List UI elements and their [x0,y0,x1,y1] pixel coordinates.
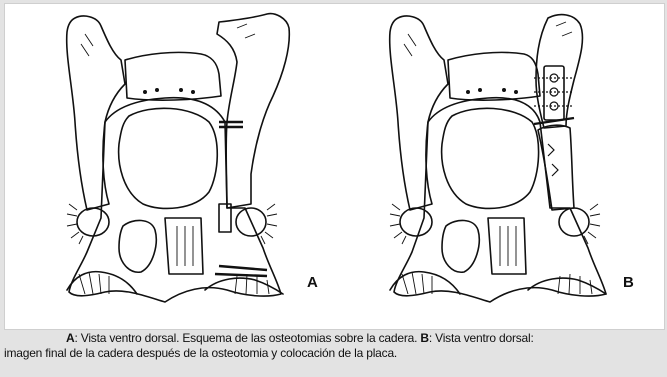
lower-rim-left [67,272,137,294]
right-ilium-rotated [536,15,582,128]
caption-text-a: : Vista ventro dorsal. Esquema de las os… [74,331,420,345]
osteotomy-line-ischium [215,274,267,276]
figure-caption: A: Vista ventro dorsal. Esquema de las o… [4,331,664,361]
left-ilium [67,16,125,210]
caption-text-b-1: : Vista ventro dorsal: [429,331,534,345]
osteotomy-line-pubis [219,266,267,270]
sacrum [125,52,221,100]
lower-rim-right [205,278,283,294]
symphysis [488,218,526,274]
large-foramen [442,108,539,208]
pelvis-drawing-a: A [5,4,335,329]
left-acetabulum [77,208,109,236]
caption-letter-b: B [420,331,428,345]
sacral-foramina [466,88,518,94]
panel-label-a: A [307,274,318,291]
small-foramen [119,220,156,272]
panel-label-b: B [623,274,634,291]
left-ilium [390,16,448,210]
symphysis [165,218,203,274]
caption-line-2: imagen final de la cadera después de la … [4,346,664,361]
sacrum [448,52,540,100]
hatching-b [390,22,600,294]
large-foramen [119,108,218,208]
pelvis-illustration-b [334,4,664,329]
pelvis-drawing-b: B [334,4,664,329]
lower-rim-right [528,278,606,294]
small-foramen [442,220,479,272]
figure-panel: A [4,3,665,330]
right-ilium [217,14,289,208]
pelvis-illustration-a [5,4,335,329]
hatching-a [67,24,277,294]
caption-line-1: A: Vista ventro dorsal. Esquema de las o… [4,331,664,346]
right-acetabulum [559,208,589,236]
sacral-foramina [143,88,195,94]
left-acetabulum [400,208,432,236]
